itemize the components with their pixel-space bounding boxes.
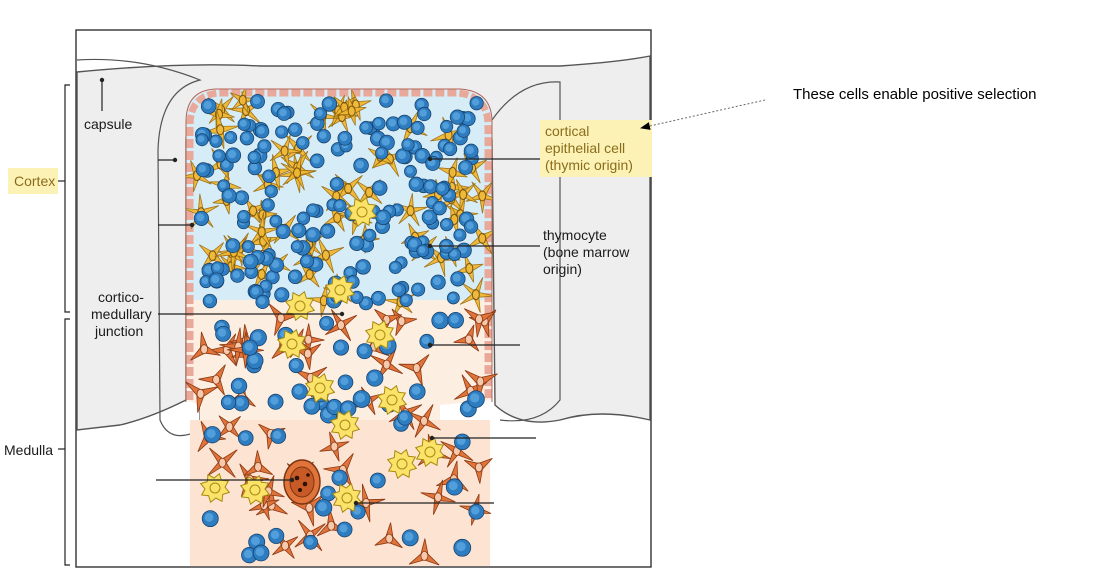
medulla-dot-2: [429, 435, 435, 441]
capsule-dot: [99, 77, 105, 83]
arrow-pointer-icon: [640, 99, 766, 130]
cortex-label: Cortex: [14, 173, 55, 189]
cortical-cell-label-1: cortical: [545, 123, 589, 139]
capsule-label: capsule: [84, 116, 132, 132]
cortex-capsule-dot: [172, 157, 178, 163]
thymocyte-label-3: origin): [543, 261, 582, 277]
cortex-highlight: [8, 168, 58, 194]
subcapsular-epithelium-outline: [185, 88, 493, 402]
cortical-cell-label-3: (thymic origin): [545, 157, 633, 173]
cortex-bracket: [64, 84, 70, 313]
hassalls-corpuscle: [283, 459, 321, 505]
annotation-text: These cells enable positive selection: [793, 86, 1036, 103]
cmj-label-3: junction: [94, 323, 143, 339]
medulla-bracket: [64, 318, 70, 566]
thymocyte-label-2: (bone marrow: [543, 244, 630, 260]
medulla-label: Medulla: [4, 442, 53, 458]
thymocyte-dot: [427, 243, 433, 249]
capsule-septum-left: [76, 58, 202, 437]
cortical-cell-label-2: epithelial cell: [545, 140, 625, 156]
cortical-cell-highlight: [540, 120, 652, 177]
medulla-dot-4: [289, 477, 295, 483]
cmj-label-2: medullary: [91, 306, 152, 322]
cortex-septum-dot: [189, 222, 195, 228]
medulla-dot-3: [353, 500, 359, 506]
medulla-dot-1: [427, 342, 433, 348]
macrophages: [199, 196, 446, 514]
cmj-dot: [339, 311, 345, 317]
thymocyte-label-1: thymocyte: [543, 227, 607, 243]
capsule-septum-right: [491, 81, 561, 422]
cmj-label-1: cortico-: [98, 289, 144, 305]
cortical-cell-dot: [427, 156, 433, 162]
